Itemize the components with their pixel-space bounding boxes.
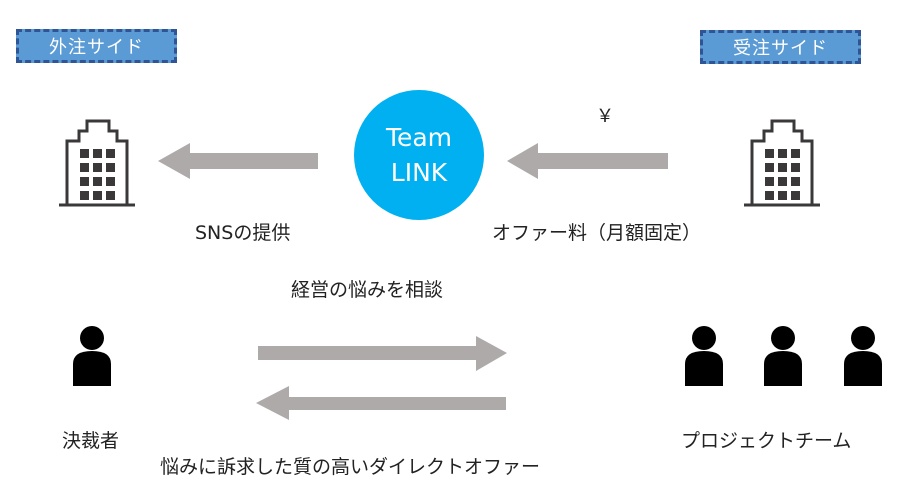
yen-symbol: ￥ <box>596 106 614 127</box>
arrow-direct-offer <box>256 386 506 420</box>
outsourcing-side-label: 外注サイド <box>49 37 144 58</box>
contractor-side-label: 受注サイド <box>733 38 828 59</box>
person-icon <box>685 326 723 386</box>
project-team-label: プロジェクトチーム <box>681 430 852 452</box>
consult-label: 経営の悩みを相談 <box>291 279 444 301</box>
offer-fee-label: オファー料（月額固定） <box>492 222 702 244</box>
sns-provision-label: SNSの提供 <box>195 222 291 244</box>
office-building-icon <box>59 119 135 207</box>
outsourcing-side-tag: 外注サイド <box>16 29 177 63</box>
team-link-line2: LINK <box>390 158 448 187</box>
arrow-sns-provision <box>158 143 318 179</box>
team-link-circle: Team LINK <box>354 90 484 220</box>
decider-label: 決裁者 <box>62 430 120 452</box>
arrow-consult <box>258 336 507 371</box>
direct-offer-label: 悩みに訴求した質の高いダイレクトオファー <box>160 456 541 478</box>
person-icon <box>844 326 882 386</box>
contractor-side-tag: 受注サイド <box>700 30 861 64</box>
person-icon <box>764 326 802 386</box>
office-building-icon <box>744 119 820 207</box>
person-icon <box>73 326 111 386</box>
team-link-line1: Team <box>385 123 453 152</box>
arrow-offer-fee <box>507 143 668 179</box>
